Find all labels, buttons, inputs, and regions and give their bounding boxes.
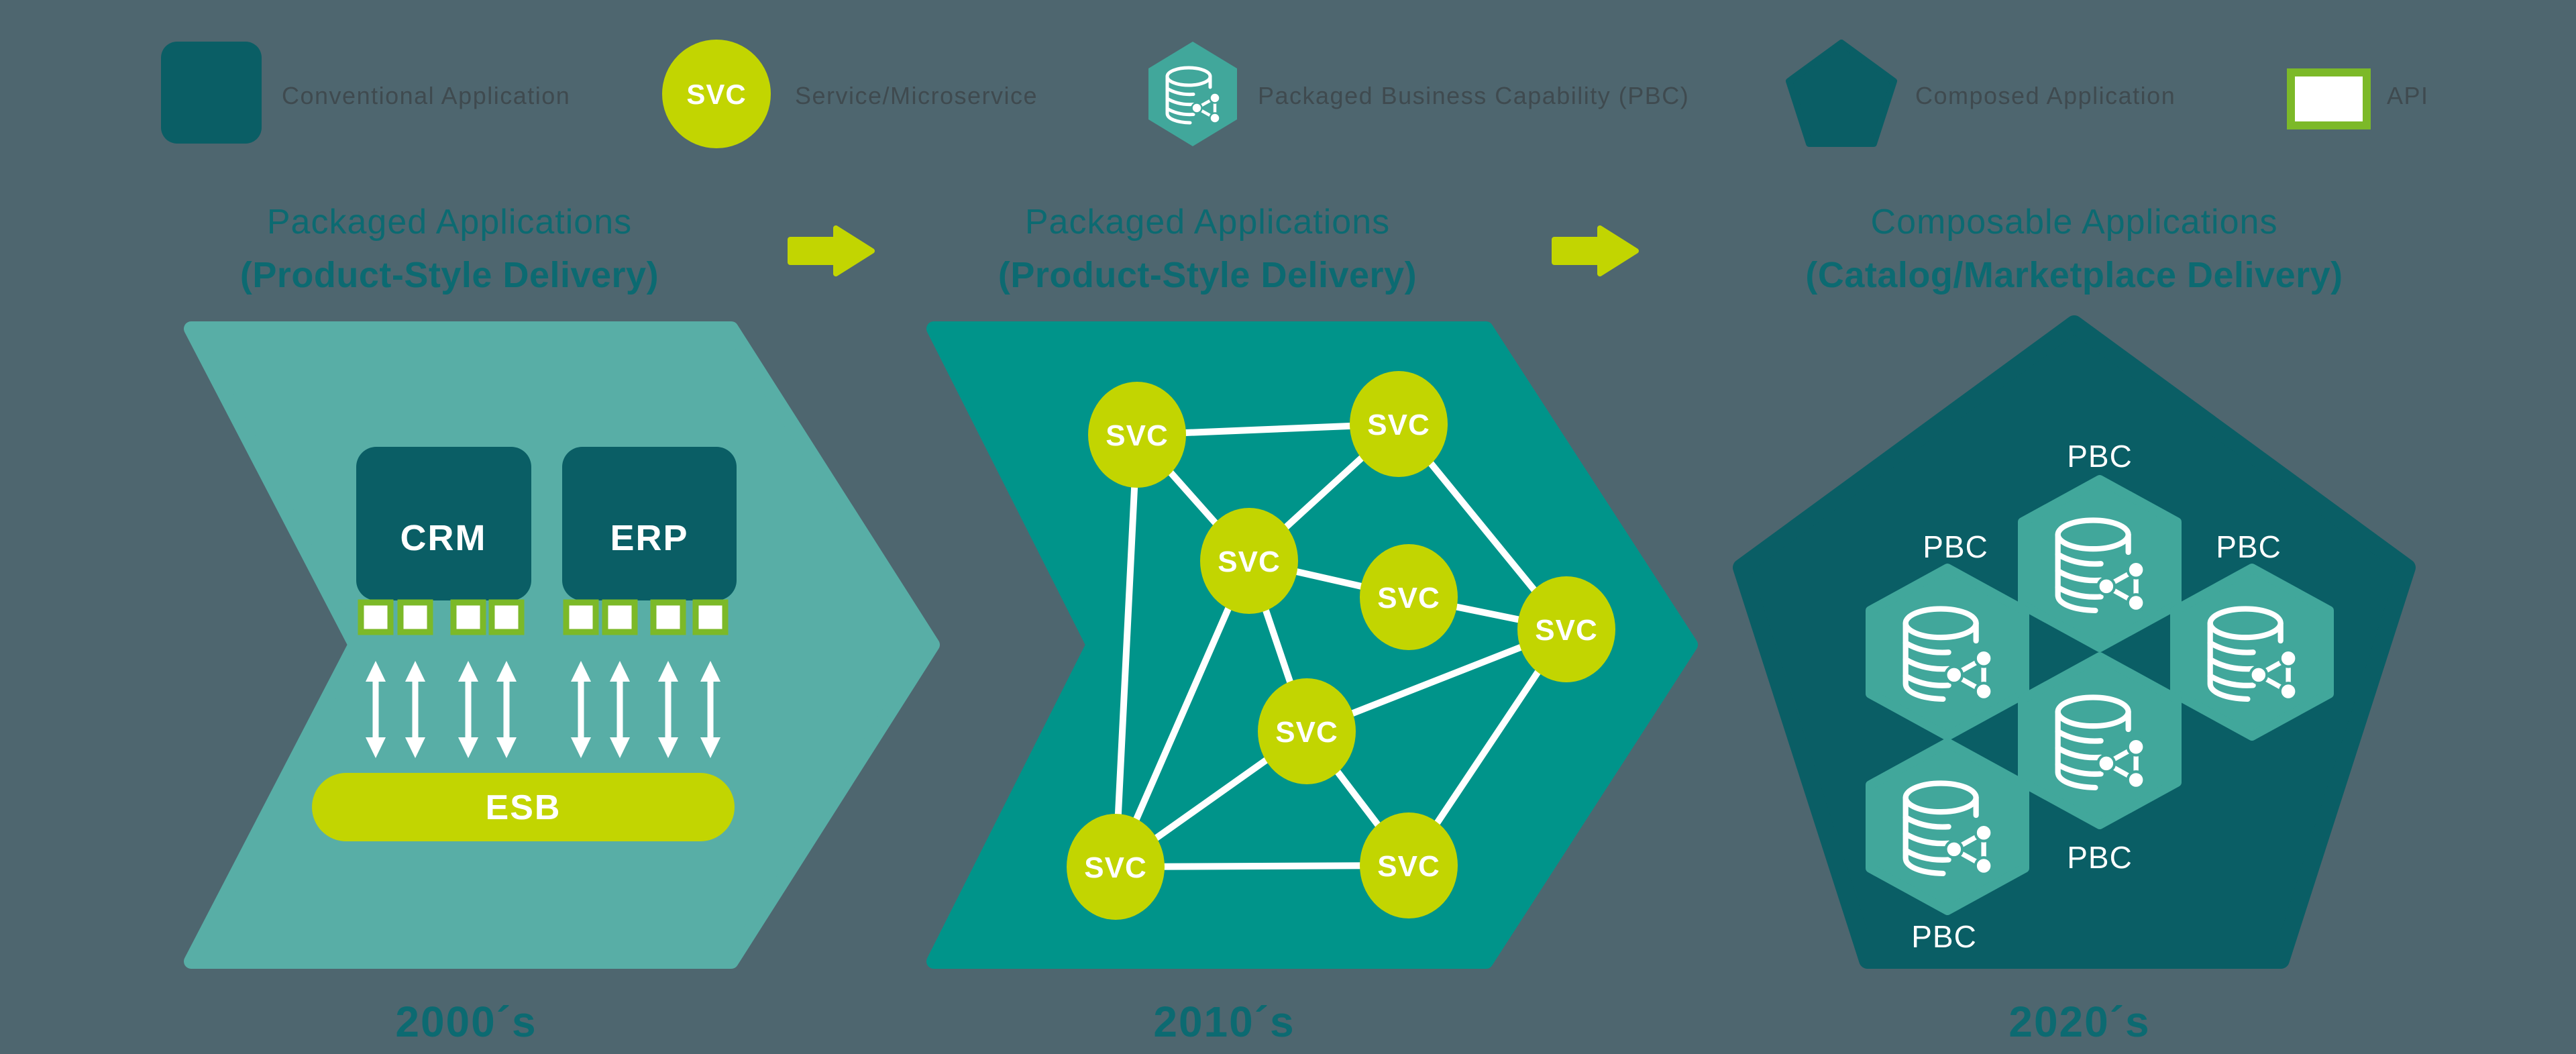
- svc-link: [1112, 431, 1140, 870]
- esb-bar: [312, 773, 735, 841]
- svc-node-label: SVC: [1218, 545, 1280, 578]
- legend-item-label: API: [2387, 82, 2429, 109]
- legend-item-packaged-business-capability: Packaged Business Capability (PBC): [1148, 42, 1689, 146]
- legend-item-label: Conventional Application: [282, 82, 570, 109]
- pentagon-icon: [1786, 40, 1897, 147]
- svc-node-label: SVC: [1106, 419, 1168, 452]
- conventional-application-shape: [356, 447, 531, 600]
- api-port-icon: [453, 602, 483, 632]
- stage3-title-line2: (Catalog/Marketplace Delivery): [1805, 255, 2343, 295]
- svc-node: SVC: [1360, 812, 1458, 918]
- svc-node: SVC: [1350, 371, 1448, 477]
- era-label-2000s: 2000´s: [395, 998, 537, 1046]
- stage-2000s-panel: CRM ERP ESB: [184, 321, 940, 969]
- application-box-crm: CRM: [356, 447, 531, 600]
- conventional-application-icon: [161, 42, 262, 144]
- legend-item-composed-application: Composed Application: [1786, 40, 2176, 147]
- svc-node-label: SVC: [1367, 409, 1430, 441]
- api-port-icon: [492, 602, 521, 632]
- microservice-network: SVC SVC SVC SVC SVC SVC: [1067, 371, 1615, 920]
- pbc-hexagon-label: PBC: [1911, 919, 1977, 954]
- era-labels: 2000´s 2010´s 2020´s: [395, 998, 2150, 1046]
- svc-node-label: SVC: [1535, 614, 1597, 647]
- legend-item-service-microservice: SVC Service/Microservice: [662, 40, 1038, 148]
- pbc-hexagon-top: PBC: [2018, 439, 2182, 652]
- svc-node: SVC: [1517, 576, 1615, 682]
- legend-item-label: Packaged Business Capability (PBC): [1258, 82, 1689, 109]
- stage-2020s-panel: PBC PBC PBC PBC PBC: [1733, 315, 2416, 969]
- svc-node: SVC: [1360, 544, 1458, 650]
- svc-node: SVC: [1200, 508, 1298, 614]
- stage-2010s-panel: SVC SVC SVC SVC SVC SVC: [926, 321, 1698, 969]
- pbc-hexagon-center: PBC: [2018, 652, 2182, 875]
- service-badge: SVC: [686, 78, 746, 110]
- pbc-hexagon-bottom-left: PBC: [1866, 738, 2029, 954]
- stage1-title-line2: (Product-Style Delivery): [240, 255, 659, 295]
- legend-item-api: API: [2287, 68, 2429, 129]
- stage-titles: Packaged Applications (Product-Style Del…: [240, 203, 2343, 295]
- pbc-hexagon-label: PBC: [2216, 529, 2282, 564]
- svc-node-label: SVC: [1377, 582, 1440, 615]
- legend-item-conventional-application: Conventional Application: [161, 42, 570, 144]
- esb-bus: ESB: [312, 773, 735, 841]
- pbc-hexagon-right: PBC: [2170, 529, 2334, 741]
- esb-label: ESB: [486, 788, 561, 827]
- legend-item-label: Service/Microservice: [795, 82, 1038, 109]
- legend: Conventional Application SVC Service/Mic…: [161, 40, 2429, 148]
- legend-item-label: Composed Application: [1915, 82, 2176, 109]
- arrow-right-icon: [1554, 228, 1636, 274]
- service-circle-icon: [662, 40, 771, 148]
- pbc-hexagon-label: PBC: [2067, 439, 2133, 474]
- svc-node: SVC: [1067, 814, 1165, 920]
- chevron-shape: [926, 321, 1698, 969]
- api-port-icon: [653, 602, 683, 632]
- svc-node: SVC: [1258, 678, 1356, 784]
- api-port-icon: [696, 602, 725, 632]
- chevron-shape: [184, 321, 940, 969]
- pbc-hexagon-label: PBC: [2067, 840, 2133, 875]
- api-port-icon: [566, 602, 596, 632]
- svc-node: SVC: [1088, 382, 1186, 488]
- stage3-title-line1: Composable Applications: [1871, 203, 2278, 242]
- arrow-right-icon: [790, 228, 872, 274]
- svc-node-label: SVC: [1084, 851, 1146, 884]
- era-label-2010s: 2010´s: [1153, 998, 1295, 1046]
- stage2-title-line1: Packaged Applications: [1025, 203, 1390, 242]
- application-name: ERP: [610, 518, 688, 558]
- api-port-icon: [605, 602, 635, 632]
- conventional-application-shape: [562, 447, 737, 600]
- api-port-icon: [400, 602, 430, 632]
- svc-node-label: SVC: [1377, 850, 1440, 883]
- stage2-title-line2: (Product-Style Delivery): [998, 255, 1417, 295]
- pbc-hexagon-label: PBC: [1923, 529, 1988, 564]
- api-port-icon: [361, 602, 390, 632]
- pbc-hexagon-left: PBC: [1866, 529, 2029, 741]
- svc-node-label: SVC: [1275, 716, 1338, 749]
- era-label-2020s: 2020´s: [2008, 998, 2150, 1046]
- stage1-title-line1: Packaged Applications: [267, 203, 632, 242]
- application-name: CRM: [400, 518, 487, 558]
- svc-link: [1112, 558, 1252, 870]
- application-box-erp: ERP: [562, 447, 737, 600]
- api-icon: [2287, 68, 2371, 129]
